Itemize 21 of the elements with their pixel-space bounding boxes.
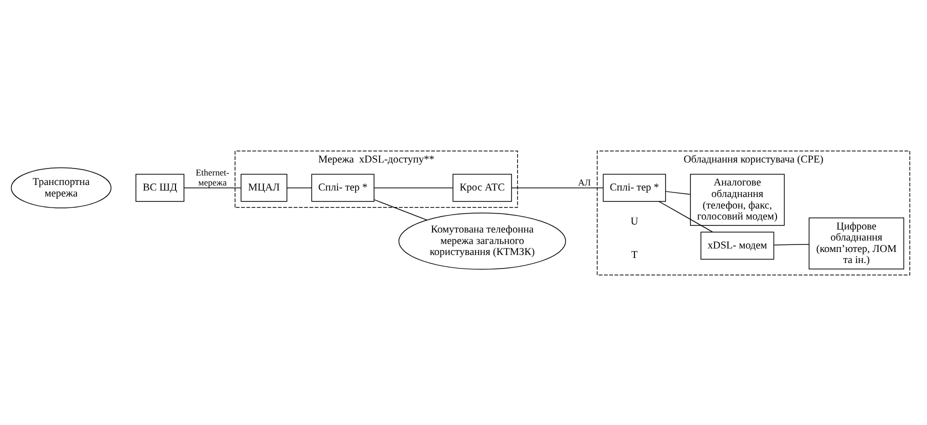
edge-label: Ethernet- мережа — [196, 167, 230, 187]
label: T — [631, 250, 638, 261]
node-box: Сплі- тер * — [311, 173, 374, 202]
node-box: Цифрове обладнання (комп’ютер, ЛОМ та ін.) — [808, 217, 904, 269]
connector — [511, 186, 604, 188]
node-box: Аналогове обладнання (телефон, факс, голосовий модем) — [690, 173, 785, 226]
connector — [286, 186, 312, 188]
node-box: МЦАЛ — [240, 173, 288, 202]
connector — [665, 190, 691, 194]
node-box: xDSL- модем — [700, 231, 774, 260]
label: U — [630, 216, 638, 227]
connector — [658, 200, 713, 232]
node-ellipse: Комутована телефонна мережа загального користування (КТМЗК) — [398, 212, 566, 270]
node-ellipse: Транспортна мережа — [10, 166, 112, 208]
node-box: ВС ШД — [136, 173, 184, 202]
node-box: Крос АТС — [452, 173, 512, 202]
edge-label: АЛ — [578, 176, 591, 187]
node-box: Сплі- тер * — [602, 173, 666, 202]
connector — [184, 186, 242, 188]
connector — [774, 243, 810, 245]
connector — [374, 186, 454, 188]
